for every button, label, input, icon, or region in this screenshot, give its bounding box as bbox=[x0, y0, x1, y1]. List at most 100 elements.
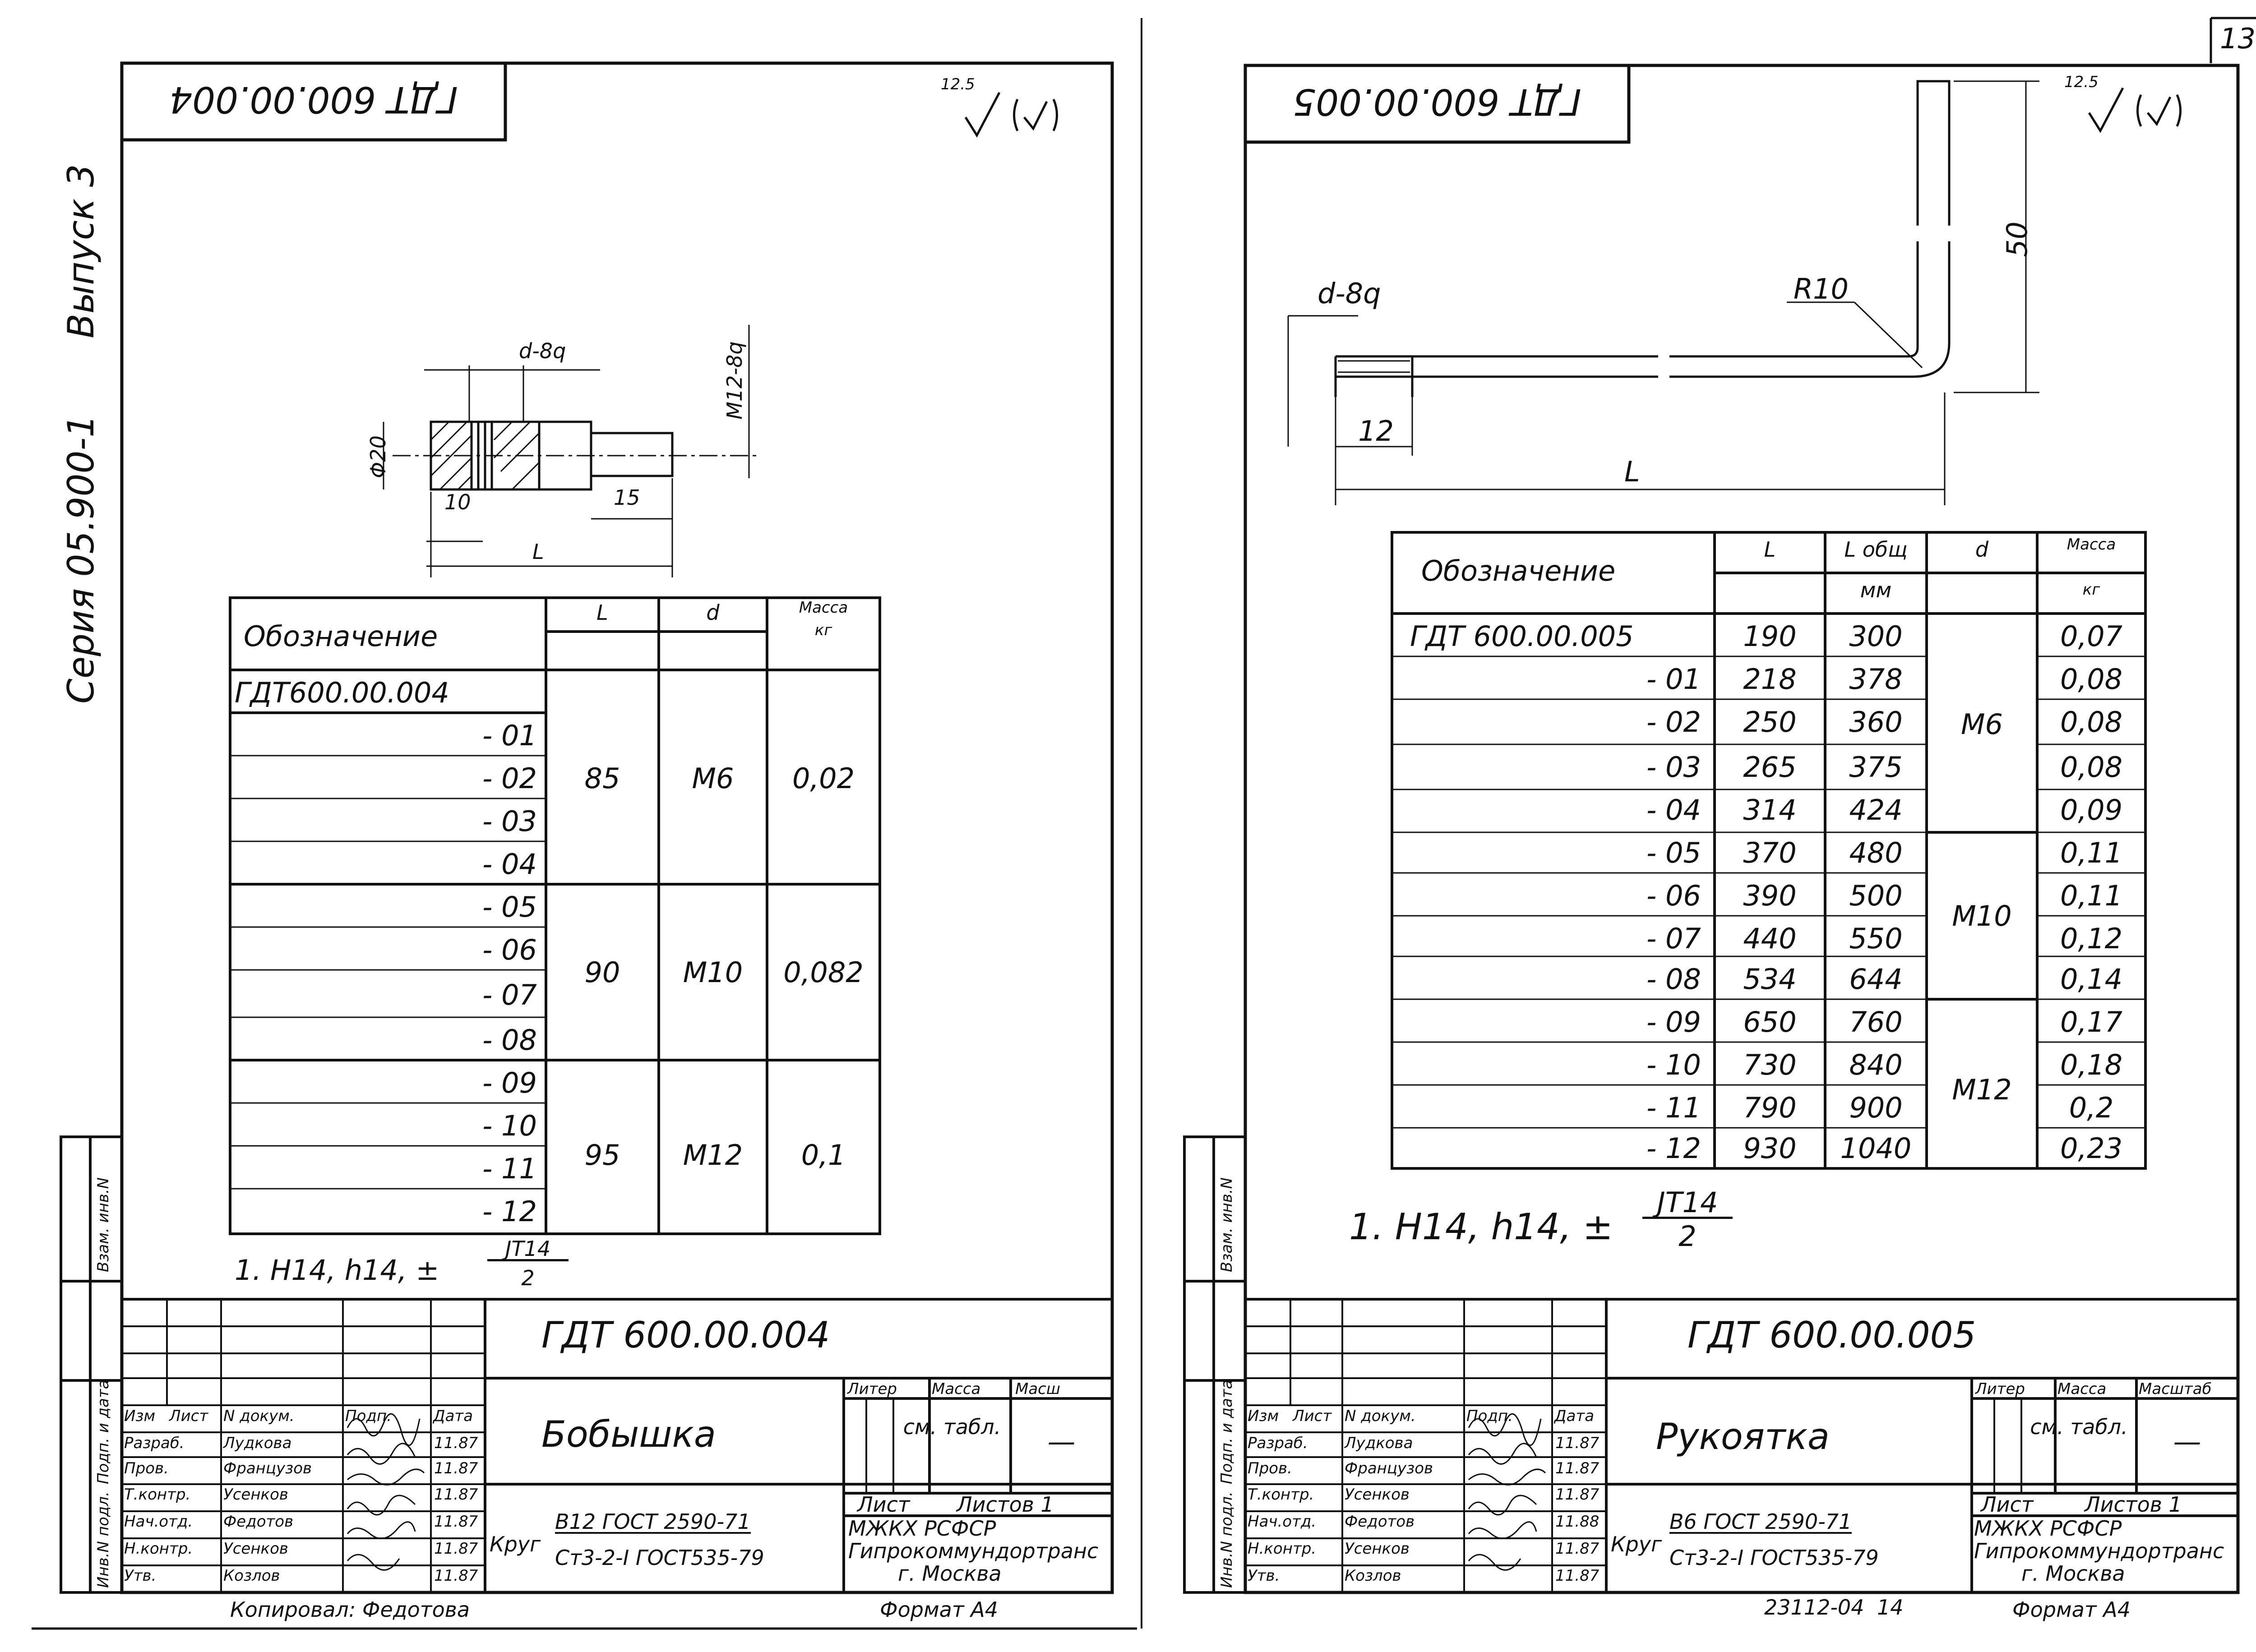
right-liter: Литер bbox=[1975, 1380, 2025, 1398]
right-row-11-Lo: 900 bbox=[1849, 1091, 1903, 1124]
left-variant-10: - 10 bbox=[482, 1109, 537, 1142]
left-role-h-izm: Изм bbox=[124, 1407, 156, 1425]
left-date-2: 11.87 bbox=[434, 1459, 478, 1477]
left-material-prefix: Круг bbox=[490, 1532, 541, 1556]
left-dim-10: 10 bbox=[444, 490, 471, 514]
left-material-top: B12 ГОСТ 2590-71 bbox=[555, 1509, 751, 1534]
right-row-5-des: - 05 bbox=[1646, 836, 1701, 869]
right-d-group-2: M10 bbox=[1952, 900, 2012, 932]
left-role-h-sheet: Лист bbox=[169, 1407, 208, 1425]
right-d-group-3: M12 bbox=[1952, 1073, 2012, 1106]
left-group3-mass: 0,1 bbox=[801, 1139, 846, 1172]
right-row-6-Lo: 500 bbox=[1849, 879, 1903, 912]
left-mass-value: см. табл. bbox=[903, 1415, 1001, 1439]
left-org2: Гипрокоммундортранс bbox=[848, 1539, 1099, 1563]
left-sheet-label: Лист bbox=[857, 1492, 910, 1517]
right-row-5-L: 370 bbox=[1743, 836, 1797, 869]
left-name-6: Козлов bbox=[223, 1567, 280, 1585]
right-side-sign: Подп. и дата bbox=[1218, 1380, 1236, 1484]
right-dim-d: d-8q bbox=[1318, 277, 1381, 310]
right-material-prefix: Круг bbox=[1611, 1532, 1662, 1556]
left-material-bottom: Ст3-2-I ГОСТ535-79 bbox=[555, 1546, 764, 1570]
left-role-2: Пров. bbox=[124, 1459, 169, 1477]
right-row-4-L: 314 bbox=[1743, 794, 1797, 826]
left-group2-mass: 0,082 bbox=[783, 956, 864, 989]
left-role-4: Нач.отд. bbox=[124, 1513, 193, 1531]
right-row-2-L: 250 bbox=[1743, 706, 1797, 738]
right-date-6: 11.87 bbox=[1555, 1567, 1600, 1585]
right-row-10-L: 730 bbox=[1743, 1048, 1797, 1081]
left-group1-mass: 0,02 bbox=[792, 762, 855, 795]
right-title-name: Рукоятка bbox=[1656, 1416, 1830, 1458]
left-title-code: ГДТ 600.00.004 bbox=[541, 1314, 830, 1356]
right-row-10-m: 0,18 bbox=[2060, 1048, 2123, 1081]
right-dim-L: L bbox=[1624, 455, 1640, 488]
left-role-6: Утв. bbox=[124, 1567, 157, 1585]
left-role-5: Н.контр. bbox=[124, 1540, 193, 1558]
right-row-1-des: - 01 bbox=[1646, 663, 1701, 696]
right-row-9-des: - 09 bbox=[1646, 1006, 1701, 1038]
right-dim-12: 12 bbox=[1358, 415, 1394, 448]
right-name-6: Козлов bbox=[1345, 1567, 1401, 1585]
right-row-0-Lo: 300 bbox=[1849, 620, 1903, 653]
right-row-4-m: 0,09 bbox=[2060, 794, 2123, 826]
right-row-7-Lo: 550 bbox=[1849, 922, 1903, 955]
left-dim-15: 15 bbox=[614, 485, 640, 510]
left-variant-02: - 02 bbox=[482, 762, 537, 795]
left-note-den: 2 bbox=[521, 1266, 535, 1290]
right-date-5: 11.87 bbox=[1555, 1540, 1600, 1558]
left-stamp-code: ГДТ 600.00.004 bbox=[169, 78, 458, 120]
right-side-inv: Инв.N подл. bbox=[1218, 1491, 1236, 1588]
left-name-3: Усенков bbox=[223, 1486, 288, 1504]
left-date-5: 11.87 bbox=[434, 1540, 478, 1558]
right-material-top: B6 ГОСТ 2590-71 bbox=[1669, 1509, 1852, 1534]
right-date-2: 11.87 bbox=[1555, 1459, 1600, 1477]
series-label: Серия 05.900-1 bbox=[60, 414, 102, 704]
left-date-3: 11.87 bbox=[434, 1486, 478, 1504]
right-row-2-m: 0,08 bbox=[2060, 706, 2123, 738]
right-dim-R: R10 bbox=[1794, 272, 1849, 305]
right-org2: Гипрокоммундортранс bbox=[1974, 1539, 2224, 1563]
right-row-1-m: 0,08 bbox=[2060, 663, 2123, 696]
left-group1-L: 85 bbox=[584, 762, 620, 795]
left-scale-value: — bbox=[1047, 1425, 1076, 1458]
right-row-2-des: - 02 bbox=[1646, 706, 1701, 738]
right-th-designation: Обозначение bbox=[1421, 554, 1616, 587]
left-org3: г. Москва bbox=[898, 1561, 1002, 1586]
right-date-1: 11.87 bbox=[1555, 1434, 1600, 1452]
right-note-num: JT14 bbox=[1642, 1189, 1733, 1219]
left-sheets-label: Листов 1 bbox=[957, 1492, 1054, 1517]
right-name-1: Лудкова bbox=[1345, 1434, 1413, 1452]
left-th-L: L bbox=[596, 600, 608, 625]
left-th-d: d bbox=[706, 600, 720, 625]
left-th-mass-unit: кг bbox=[814, 621, 832, 639]
right-row-12-des: - 12 bbox=[1646, 1132, 1701, 1165]
left-org1: МЖКХ РСФСР bbox=[848, 1516, 996, 1541]
right-row-8-Lo: 644 bbox=[1849, 963, 1903, 996]
right-row-10-Lo: 840 bbox=[1849, 1048, 1903, 1081]
right-row-1-Lo: 378 bbox=[1849, 663, 1903, 696]
left-group3-d: M12 bbox=[683, 1139, 743, 1172]
right-name-3: Усенков bbox=[1345, 1486, 1410, 1504]
right-roughness: 12.5 bbox=[2064, 73, 2099, 91]
right-sheet-label: Лист bbox=[1981, 1492, 2034, 1517]
left-mass: Масса bbox=[932, 1380, 981, 1398]
left-dim-thread: M12-8q bbox=[722, 341, 747, 420]
right-row-9-m: 0,17 bbox=[2060, 1006, 2123, 1038]
left-side-vzam: Взам. инв.N bbox=[94, 1177, 112, 1272]
right-mass: Масса bbox=[2057, 1380, 2107, 1398]
right-row-8-L: 534 bbox=[1743, 963, 1797, 996]
left-group1-d: M6 bbox=[692, 762, 734, 795]
left-variant-07: - 07 bbox=[482, 978, 537, 1011]
left-name-2: Французов bbox=[223, 1459, 312, 1477]
left-variant-06: - 06 bbox=[482, 933, 537, 966]
right-org3: г. Москва bbox=[2021, 1561, 2125, 1586]
left-note-num: JT14 bbox=[487, 1238, 569, 1261]
right-date-4: 11.88 bbox=[1555, 1513, 1600, 1531]
right-name-2: Французов bbox=[1345, 1459, 1433, 1477]
right-row-9-Lo: 760 bbox=[1849, 1006, 1903, 1038]
right-org1: МЖКХ РСФСР bbox=[1974, 1516, 2122, 1541]
right-row-12-L: 930 bbox=[1743, 1132, 1797, 1165]
right-row-3-des: - 03 bbox=[1646, 751, 1701, 784]
right-d-group-1: M6 bbox=[1961, 708, 2003, 741]
